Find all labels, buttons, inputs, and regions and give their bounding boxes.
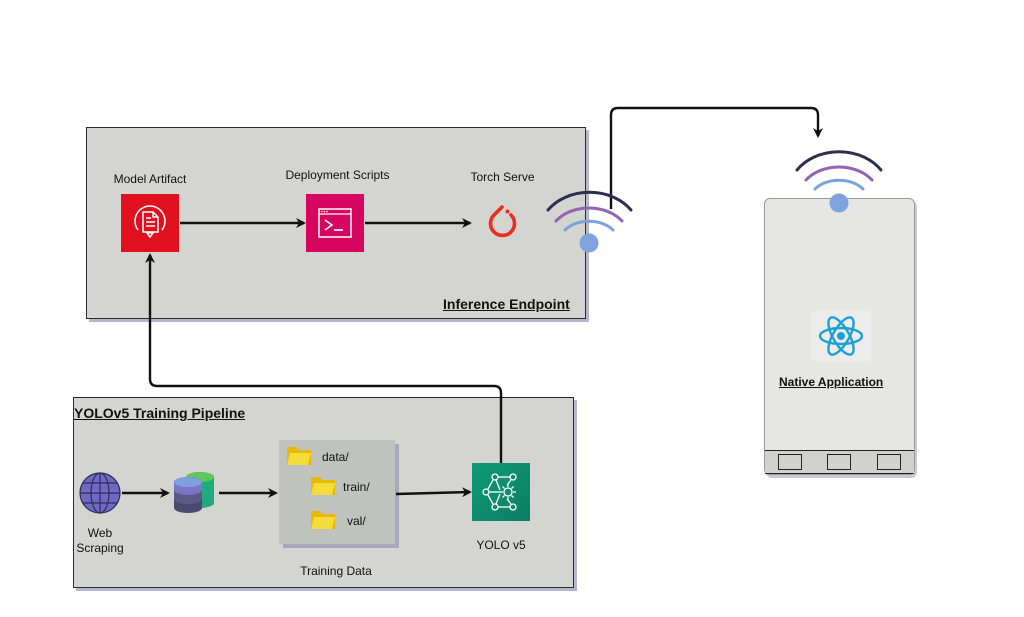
model-artifact-label: Model Artifact bbox=[113, 172, 187, 186]
native-app-label: Native Application bbox=[779, 375, 884, 389]
arrow-endpoint-to-app bbox=[609, 106, 823, 209]
phone-nav-button[interactable] bbox=[777, 454, 802, 470]
web-scraping-node[interactable] bbox=[76, 469, 124, 517]
phone-nav-button[interactable] bbox=[827, 454, 852, 470]
ml-model-icon bbox=[482, 473, 517, 511]
phone-nav-bar bbox=[765, 450, 914, 474]
web-scraping-label-line1: Web bbox=[87, 526, 113, 540]
model-artifact-node[interactable] bbox=[121, 194, 179, 252]
database-node[interactable] bbox=[170, 468, 220, 518]
yolo-node[interactable] bbox=[472, 463, 530, 521]
pytorch-icon bbox=[488, 205, 517, 238]
folder-icon bbox=[287, 447, 311, 465]
deployment-scripts-node[interactable] bbox=[306, 194, 364, 252]
training-data-label: Training Data bbox=[300, 564, 372, 578]
wifi-icon bbox=[795, 150, 883, 191]
database-icon bbox=[174, 472, 214, 513]
torch-serve-label: Torch Serve bbox=[470, 170, 535, 184]
yolo-label: YOLO v5 bbox=[476, 538, 526, 552]
folder-data-label: data/ bbox=[322, 450, 349, 464]
phone-nav-button[interactable] bbox=[877, 454, 902, 470]
folder-icon bbox=[311, 511, 335, 529]
training-pipeline-title: YOLOv5 Training Pipeline bbox=[74, 405, 246, 421]
folder-icon bbox=[311, 477, 335, 495]
folder-val-label: val/ bbox=[347, 514, 366, 528]
react-icon bbox=[818, 316, 864, 356]
training-data-container: data/ train/ val/ bbox=[279, 440, 395, 544]
web-scraping-label-line2: Scraping bbox=[76, 541, 124, 555]
model-artifact-icon bbox=[134, 205, 166, 239]
torch-serve-node[interactable] bbox=[474, 194, 532, 252]
native-app-node[interactable] bbox=[811, 311, 871, 361]
inference-endpoint-title: Inference Endpoint bbox=[443, 296, 570, 312]
globe-icon bbox=[79, 472, 121, 514]
folder-train-label: train/ bbox=[343, 480, 370, 494]
deployment-scripts-label: Deployment Scripts bbox=[285, 168, 390, 182]
terminal-icon bbox=[318, 208, 352, 238]
